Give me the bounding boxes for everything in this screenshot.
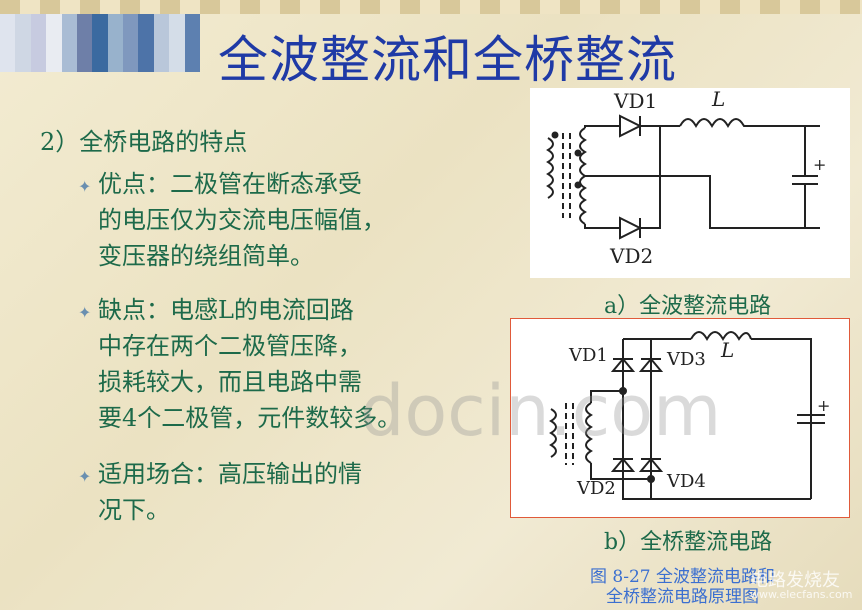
slide-title: 全波整流和全桥整流: [218, 31, 677, 89]
bullet-line: 况下。: [98, 496, 170, 524]
caption-b: b）全桥整流电路: [604, 530, 773, 555]
label-l: L: [711, 88, 725, 111]
bullet-disadvantages: ✦ 缺点：电感L的电流回路 中存在两个二极管压降， 损耗较大，而且电路中需 要4…: [78, 292, 401, 436]
bullet-line: 的电压仅为交流电压幅值，: [98, 206, 386, 234]
mosaic-cell: [76, 52, 93, 72]
label-vd4: VD4: [666, 471, 706, 492]
mosaic-cell: [76, 14, 93, 34]
diamond-bullet-icon: ✦: [78, 177, 92, 196]
watermark-docin: docin.com: [360, 370, 722, 452]
mosaic-cell: [92, 33, 108, 53]
circuit-a: VD1 VD2 L +: [546, 87, 826, 268]
mosaic-cell: [153, 52, 170, 72]
section-heading: 2）全桥电路的特点: [40, 128, 248, 156]
mosaic-cell: [169, 14, 185, 34]
bullet-line: 要4个二极管，元件数较多。: [98, 404, 402, 432]
mosaic-cell: [184, 14, 200, 34]
label-vd2: VD2: [576, 478, 616, 499]
bullet-line: 缺点：电感L的电流回路: [98, 296, 354, 324]
caption-a: a）全波整流电路: [604, 294, 772, 319]
watermark-elecfans-cn: 电路发烧友: [750, 570, 840, 591]
mosaic-cell: [61, 33, 77, 53]
mosaic-cell: [153, 14, 170, 34]
mosaic-cell: [123, 14, 139, 34]
mosaic-cell: [15, 52, 31, 72]
mosaic-cell: [0, 33, 16, 53]
bullet-advantages: ✦ 优点：二极管在断态承受 的电压仅为交流电压幅值， 变压器的绕组简单。: [78, 166, 386, 274]
figure-caption-line: 全桥整流电路原理图: [606, 587, 759, 607]
capacitor: [792, 126, 818, 228]
capacitor: [797, 339, 825, 499]
label-vd3: VD3: [666, 349, 706, 370]
diamond-bullet-icon: ✦: [78, 467, 92, 486]
mosaic-cell: [123, 52, 139, 72]
mosaic-cell: [169, 52, 185, 72]
figure-caption: 图 8-27 全波整流电路和 全桥整流电路原理图: [590, 567, 775, 607]
mosaic-cell: [61, 14, 77, 34]
mosaic-cell: [153, 33, 170, 53]
diode-vd4: [638, 457, 664, 472]
mosaic-cell: [138, 14, 154, 34]
mosaic-cell: [169, 33, 185, 53]
mosaic-cell: [107, 14, 124, 34]
mosaic-cell: [15, 33, 31, 53]
mosaic-cell: [138, 33, 154, 53]
mosaic-cell: [61, 52, 77, 72]
decorative-border: [0, 0, 862, 14]
bullet-line: 适用场合：高压输出的情: [98, 460, 362, 488]
mosaic-cell: [15, 14, 31, 34]
mosaic-cell: [92, 14, 108, 34]
mosaic-cell: [0, 52, 16, 72]
circuit-b: VD1 VD3 VD2 VD4 L +: [549, 331, 830, 500]
mosaic-cell: [30, 14, 47, 34]
label-plus: +: [817, 396, 830, 415]
inductor-l: [679, 118, 820, 129]
mosaic-cell: [46, 52, 62, 72]
label-vd1: VD1: [568, 345, 608, 366]
mosaic-cell: [30, 33, 47, 53]
bullet-applications: ✦ 适用场合：高压输出的情 况下。: [78, 456, 362, 528]
bullet-line: 优点：二极管在断态承受: [98, 170, 362, 198]
mosaic-cell: [138, 52, 154, 72]
mosaic-cell: [107, 33, 124, 53]
full-bridge-rectifier-diagram: VD1 VD3 VD2 VD4 L +: [510, 318, 850, 518]
figure-caption-line: 图 8-27 全波整流电路和: [590, 567, 775, 587]
diode-vd1: [619, 114, 643, 138]
mosaic-cell: [184, 52, 200, 72]
bullet-line: 损耗较大，而且电路中需: [98, 368, 362, 396]
watermark-elecfans-url: www.elecfans.com: [750, 588, 853, 601]
diode-vd2: [619, 216, 643, 240]
mosaic-cell: [0, 14, 16, 34]
mosaic-cell: [76, 33, 93, 53]
label-vd1: VD1: [613, 89, 657, 113]
diode-vd2: [610, 457, 636, 472]
full-wave-rectifier-diagram: VD1 VD2 L +: [530, 87, 850, 278]
bullet-line: 变压器的绕组简单。: [98, 242, 314, 270]
diamond-bullet-icon: ✦: [78, 303, 92, 322]
label-plus: +: [813, 155, 826, 174]
mosaic-cell: [46, 14, 62, 34]
inductor-l: [690, 331, 752, 342]
diode-vd1: [610, 357, 636, 372]
mosaic-cell: [46, 33, 62, 53]
mosaic-cell: [107, 52, 124, 72]
mosaic-cell: [30, 52, 47, 72]
mosaic-cell: [184, 33, 200, 53]
bullet-line: 中存在两个二极管压降，: [98, 332, 362, 360]
label-vd2: VD2: [609, 244, 653, 268]
diode-vd3: [638, 357, 664, 372]
primary-winding: [546, 137, 554, 199]
pixelated-logo: [0, 14, 200, 72]
mosaic-cell: [123, 33, 139, 53]
mosaic-cell: [92, 52, 108, 72]
label-l: L: [720, 338, 734, 362]
